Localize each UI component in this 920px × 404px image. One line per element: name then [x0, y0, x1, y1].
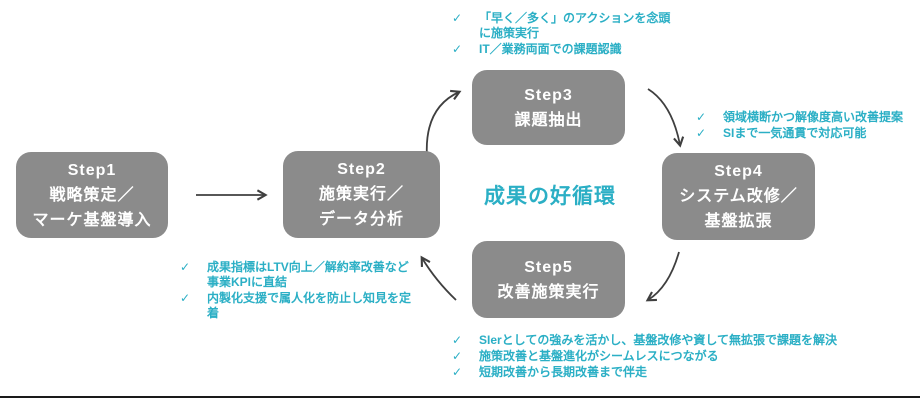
arrow-step5-to-step2	[420, 255, 457, 301]
step2-notes: ✓ 成果指標はLTV向上／解約率改善など事業KPIに直結 ✓ 内製化支援で属人化…	[180, 260, 415, 322]
step2-title: Step2	[337, 161, 386, 178]
note-text: 内製化支援で属人化を防止し知見を定着	[207, 291, 412, 320]
step5-box: Step5 改善施策実行	[472, 241, 625, 318]
note-text: SIまで一気通貫で対応可能	[723, 126, 867, 140]
step1-title: Step1	[67, 161, 117, 179]
note-text: 「早く／多く」のアクションを念頭に施策実行	[479, 11, 671, 40]
check-icon: ✓	[180, 291, 191, 305]
note-text: IT／業務両面での課題認識	[479, 42, 622, 56]
note-text: 成果指標はLTV向上／解約率改善など事業KPIに直結	[207, 260, 409, 289]
check-icon: ✓	[452, 42, 463, 56]
note-text: 短期改善から長期改善まで伴走	[479, 365, 648, 379]
step4-line2: 基盤拡張	[704, 213, 773, 230]
step4-title: Step4	[714, 163, 763, 180]
step4-box: Step4 システム改修／ 基盤拡張	[662, 153, 815, 240]
note-item: ✓ 施策改善と基盤進化がシームレスにつながる	[452, 349, 902, 364]
step2-line1: 施策実行／	[318, 186, 404, 203]
note-text: SIerとしての強みを活かし、基盤改修や資して無拡張で課題を解決	[479, 333, 837, 347]
note-item: ✓ 内製化支援で属人化を防止し知見を定着	[180, 291, 415, 321]
step3-title: Step3	[524, 86, 573, 104]
step2-box: Step2 施策実行／ データ分析	[283, 151, 440, 238]
note-item: ✓ 「早く／多く」のアクションを念頭に施策実行	[452, 11, 682, 41]
note-item: ✓ 短期改善から長期改善まで伴走	[452, 365, 902, 380]
step1-line2: マーケ基盤導入	[32, 211, 152, 229]
note-item: ✓ SIまで一気通貫で対応可能	[696, 126, 920, 141]
step3-notes: ✓ 「早く／多く」のアクションを念頭に施策実行 ✓ IT／業務両面での課題認識	[452, 11, 682, 58]
step5-line1: 改善施策実行	[497, 283, 600, 301]
step4-notes: ✓ 領域横断かつ解像度高い改善提案 ✓ SIまで一気通貫で対応可能	[696, 110, 920, 142]
check-icon: ✓	[452, 11, 463, 25]
arrow-step2-to-step3	[425, 89, 462, 158]
note-item: ✓ 領域横断かつ解像度高い改善提案	[696, 110, 920, 125]
step1-box: Step1 戦略策定／ マーケ基盤導入	[16, 152, 168, 238]
check-icon: ✓	[696, 126, 707, 140]
note-item: ✓ SIerとしての強みを活かし、基盤改修や資して無拡張で課題を解決	[452, 333, 902, 348]
check-icon: ✓	[452, 365, 463, 379]
step5-notes: ✓ SIerとしての強みを活かし、基盤改修や資して無拡張で課題を解決 ✓ 施策改…	[452, 333, 902, 381]
arrow-step4-to-step5	[645, 251, 680, 302]
check-icon: ✓	[452, 333, 463, 347]
step5-title: Step5	[524, 258, 573, 276]
step3-box: Step3 課題抽出	[472, 70, 625, 145]
check-icon: ✓	[696, 110, 707, 124]
step4-line1: システム改修／	[679, 188, 798, 205]
cycle-center-label: 成果の好循環	[484, 185, 616, 208]
step1-line1: 戦略策定／	[49, 186, 135, 204]
check-icon: ✓	[180, 260, 191, 274]
step2-line2: データ分析	[318, 211, 404, 228]
note-item: ✓ IT／業務両面での課題認識	[452, 42, 682, 57]
bottom-divider	[0, 396, 920, 398]
note-text: 領域横断かつ解像度高い改善提案	[723, 110, 904, 124]
step3-line1: 課題抽出	[514, 111, 583, 129]
check-icon: ✓	[452, 349, 463, 363]
note-text: 施策改善と基盤進化がシームレスにつながる	[479, 349, 719, 363]
arrow-step3-to-step4	[647, 88, 685, 148]
note-item: ✓ 成果指標はLTV向上／解約率改善など事業KPIに直結	[180, 260, 415, 290]
